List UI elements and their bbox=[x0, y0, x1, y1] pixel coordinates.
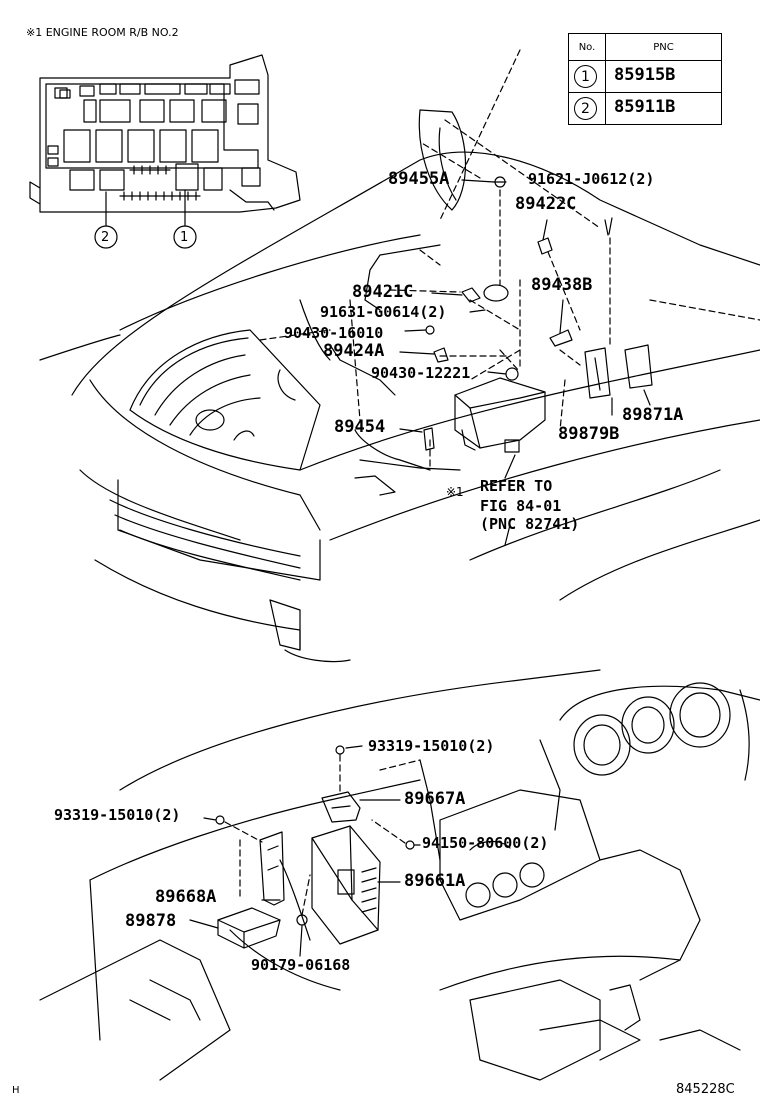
refer-mark: ※1 bbox=[446, 485, 464, 499]
pnc-table: No. PNC 1 85915B 2 85911B bbox=[568, 33, 722, 125]
part-label-89421C: 89421C bbox=[352, 282, 414, 302]
table-row-2-pnc: 85911B bbox=[614, 97, 676, 117]
part-label-89454: 89454 bbox=[334, 417, 386, 437]
part-label-90430-16010: 90430-16010 bbox=[284, 324, 384, 342]
part-label-94150-80600: 94150-80600(2) bbox=[422, 834, 549, 852]
vehicle-front-illustration bbox=[39, 49, 760, 663]
part-label-89424A: 89424A bbox=[323, 341, 385, 361]
part-label-93319-15010-left: 93319-15010(2) bbox=[54, 806, 181, 824]
table-header-no: No. bbox=[569, 34, 606, 61]
row-number-badge: 2 bbox=[574, 97, 597, 120]
table-row-1-no: 1 bbox=[569, 61, 606, 93]
refer-line-2: FIG 84-01 bbox=[480, 497, 562, 515]
footer-left-code: H bbox=[12, 1085, 20, 1096]
part-label-89878: 89878 bbox=[125, 911, 177, 931]
refer-line-3: (PNC 82741) bbox=[480, 515, 580, 533]
row-number-badge: 1 bbox=[574, 65, 597, 88]
inset-title: ※1 ENGINE ROOM R/B NO.2 bbox=[26, 26, 179, 39]
part-label-89455A: 89455A bbox=[388, 169, 450, 189]
part-label-91621-J0612: 91621-J0612(2) bbox=[528, 170, 655, 188]
part-label-89661A: 89661A bbox=[404, 871, 466, 891]
table-header-pnc: PNC bbox=[606, 34, 721, 61]
dashboard-illustration bbox=[39, 669, 760, 1081]
part-label-90430-12221: 90430-12221 bbox=[371, 364, 471, 382]
part-label-89668A: 89668A bbox=[155, 887, 217, 907]
part-label-89871A: 89871A bbox=[622, 405, 684, 425]
inset-callout-2: 2 bbox=[101, 230, 110, 245]
part-label-89438B: 89438B bbox=[531, 275, 593, 295]
table-row-2-no: 2 bbox=[569, 93, 606, 124]
refer-line-1: REFER TO bbox=[480, 477, 553, 495]
part-label-89667A: 89667A bbox=[404, 789, 466, 809]
table-row-1-pnc: 85915B bbox=[614, 65, 676, 85]
part-label-89422C: 89422C bbox=[515, 194, 577, 214]
part-label-90179-06168: 90179-06168 bbox=[251, 956, 351, 974]
relay-block-illustration bbox=[29, 54, 301, 249]
inset-callout-1: 1 bbox=[180, 230, 189, 245]
part-label-93319-15010-top: 93319-15010(2) bbox=[368, 737, 495, 755]
part-label-91631-G0614: 91631-G0614(2) bbox=[320, 303, 447, 321]
part-label-89879B: 89879B bbox=[558, 424, 620, 444]
footer-right-code: 845228C bbox=[676, 1082, 735, 1097]
